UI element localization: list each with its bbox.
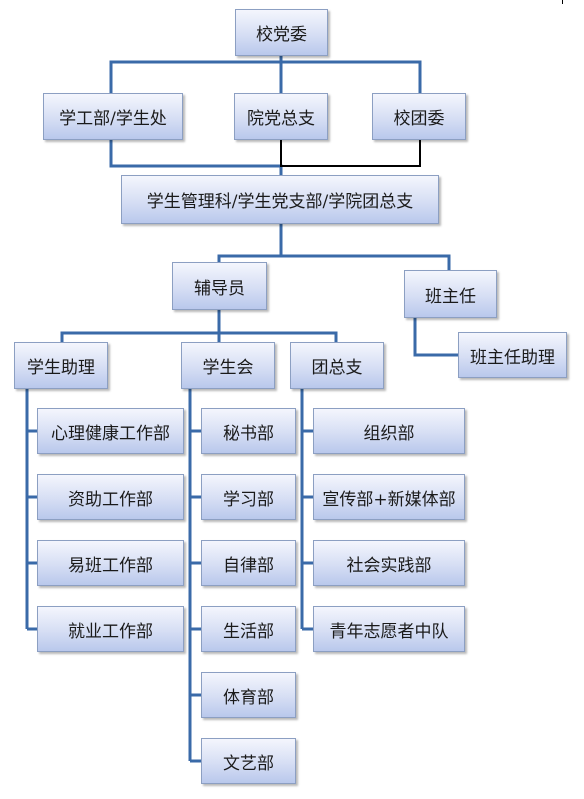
node-xuegongbu: 学工部/学生处	[43, 93, 183, 140]
assistant-dept: 就业工作部	[37, 606, 184, 652]
node-banzhuren-zhuli: 班主任助理	[458, 332, 567, 378]
union-dept: 体育部	[201, 672, 296, 718]
node-fudaoyuan: 辅导员	[172, 262, 267, 310]
union-dept: 秘书部	[201, 408, 296, 454]
connector-banzhuren-zhuli	[413, 318, 458, 357]
connector-root-level2	[109, 56, 422, 93]
spine-assistant-depts	[25, 389, 37, 631]
corner-mark	[562, 0, 563, 4]
union-dept: 学习部	[201, 474, 296, 520]
connector-guanli-level4	[217, 224, 451, 270]
connector-xuegongbu-guanli	[109, 140, 283, 175]
assistant-dept: 易班工作部	[37, 540, 184, 586]
spine-league-depts	[300, 389, 313, 631]
connector-fudaoyuan-groups	[60, 310, 338, 342]
union-dept: 文艺部	[201, 738, 296, 784]
assistant-dept: 心理健康工作部	[37, 408, 184, 454]
spine-union-depts	[188, 389, 201, 763]
node-xueshenghui: 学生会	[181, 342, 275, 389]
node-guanli: 学生管理科/学生党支部/学院团总支	[121, 175, 439, 224]
league-dept: 社会实践部	[313, 540, 465, 586]
league-dept: 组织部	[313, 408, 465, 454]
node-root: 校党委	[235, 9, 328, 56]
node-tuanzongzhi: 团总支	[290, 342, 384, 389]
league-dept: 青年志愿者中队	[313, 606, 465, 652]
node-xiaotuan: 校团委	[372, 93, 466, 140]
node-banzhuren: 班主任	[404, 270, 497, 318]
node-xuesheng-zhuli: 学生助理	[14, 342, 108, 389]
union-dept: 自律部	[201, 540, 296, 586]
union-dept: 生活部	[201, 606, 296, 652]
league-dept: 宣传部+新媒体部	[313, 474, 465, 520]
connector-yuandang-xiaotuan	[280, 140, 421, 167]
node-yuandang: 院党总支	[234, 93, 328, 140]
assistant-dept: 资助工作部	[37, 474, 184, 520]
